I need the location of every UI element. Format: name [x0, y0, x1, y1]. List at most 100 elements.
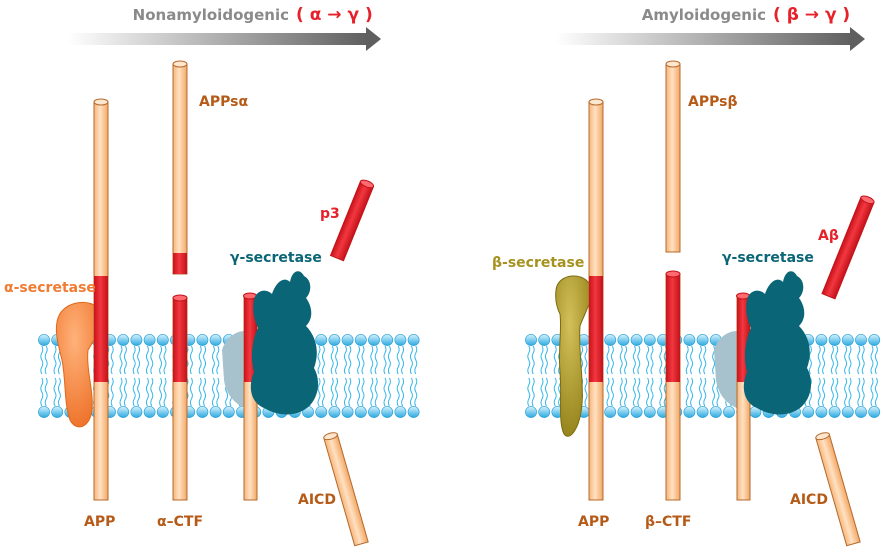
lipid-head — [855, 334, 867, 346]
lipid-tail — [857, 345, 861, 375]
lipid-tail — [330, 345, 334, 375]
lipid-tail — [132, 377, 136, 407]
lipid-tail — [211, 345, 215, 375]
lipid-tail — [870, 377, 874, 407]
lipid-head — [354, 334, 367, 346]
lipid-tail — [44, 377, 48, 407]
lipid-head — [196, 334, 209, 346]
alpha-ctf-fragment — [172, 294, 188, 501]
lipid-tail — [650, 345, 654, 375]
lipid-tail — [646, 377, 650, 407]
lipid-tail — [624, 345, 628, 375]
gamma-secretase-complex — [714, 271, 812, 501]
lipid-tail — [317, 377, 321, 407]
lipid-tail — [553, 377, 557, 407]
lipid-tail — [544, 345, 548, 375]
label-apps: APPsβ — [688, 94, 737, 110]
lipid-tail — [861, 377, 865, 407]
lipid-head — [617, 334, 630, 346]
lipid-tail — [848, 377, 852, 407]
pathway-title: Amyloidogenic — [642, 6, 766, 24]
lipid-head — [643, 334, 656, 346]
lipid-head — [381, 406, 394, 418]
lipid-head — [341, 406, 354, 418]
lipid-tail — [137, 377, 141, 407]
lipid-tail — [159, 345, 163, 375]
lipid-head — [696, 406, 709, 418]
lipid-tail — [119, 377, 123, 407]
lipid-head — [815, 334, 828, 346]
lipid-head — [156, 334, 169, 346]
lipid-tail — [198, 345, 202, 375]
label-aicd: AICD — [298, 492, 336, 508]
pathway-steps: ( α → γ ) — [296, 5, 373, 25]
lipid-head — [156, 406, 169, 418]
lipid-tail — [685, 377, 689, 407]
lipid-tail — [685, 345, 689, 375]
gamma-secretase-complex — [222, 271, 319, 501]
lipid-tail — [335, 377, 339, 407]
pathway-steps: ( β → γ ) — [773, 5, 850, 25]
label-secretase: β-secretase — [492, 255, 584, 271]
label-gamma-secretase: γ-secretase — [722, 250, 814, 266]
lipid-tail — [698, 377, 702, 407]
lipid-tail — [396, 377, 400, 407]
lipid-tail — [619, 377, 623, 407]
lipid-head — [222, 406, 235, 418]
lipid-tail — [145, 377, 149, 407]
lipid-head — [723, 406, 735, 418]
label-ctf: β–CTF — [645, 514, 691, 530]
lipid-head — [630, 334, 643, 346]
abeta-peptide — [821, 195, 875, 300]
lipid-head — [617, 406, 630, 418]
app-protein — [93, 98, 109, 501]
lipid-head — [868, 406, 881, 418]
lipid-tail — [163, 377, 167, 407]
lipid-tail — [835, 345, 839, 375]
lipid-head — [604, 334, 617, 346]
lipid-head — [341, 334, 354, 346]
lipid-tail — [343, 377, 347, 407]
lipid-tail — [159, 377, 163, 407]
lipid-tail — [844, 377, 848, 407]
lipid-head — [354, 406, 367, 418]
lipid-head — [683, 334, 696, 346]
lipid-tail — [317, 345, 321, 375]
lipid-tail — [659, 345, 663, 375]
lipid-tail — [414, 377, 418, 407]
lipid-tail — [370, 345, 374, 375]
lipid-tail — [632, 345, 636, 375]
lipid-tail — [123, 377, 127, 407]
lipid-tail — [40, 345, 44, 375]
lipid-tail — [874, 345, 878, 375]
lipid-head — [38, 334, 50, 346]
lipid-tail — [690, 377, 694, 407]
lipid-tail — [870, 345, 874, 375]
lipid-tail — [132, 345, 136, 375]
lipid-tail — [110, 377, 114, 407]
lipid-tail — [321, 345, 325, 375]
lipid-tail — [383, 345, 387, 375]
lipid-head — [315, 334, 328, 346]
lipid-head — [117, 334, 130, 346]
lipid-head — [209, 334, 222, 346]
lipid-tail — [610, 345, 614, 375]
lipid-tail — [150, 377, 154, 407]
lipid-tail — [861, 345, 865, 375]
lipid-tail — [830, 377, 834, 407]
lipid-head — [630, 406, 643, 418]
lipid-tail — [348, 345, 352, 375]
lipid-tail — [361, 345, 365, 375]
panel-amyloidogenic: Amyloidogenic ( β → γ ) — [492, 5, 881, 547]
lipid-tail — [646, 345, 650, 375]
lipid-tail — [712, 377, 716, 407]
lipid-tail — [189, 345, 193, 375]
lipid-tail — [387, 377, 391, 407]
lipid-tail — [401, 345, 405, 375]
lipid-head — [196, 406, 209, 418]
panel-nonamyloidogenic: Nonamyloidogenic ( α → γ ) — [4, 5, 420, 547]
p3-peptide — [329, 179, 375, 262]
lipid-head — [841, 334, 854, 346]
lipid-tail — [527, 345, 531, 375]
label-peptide: Aβ — [818, 228, 839, 244]
